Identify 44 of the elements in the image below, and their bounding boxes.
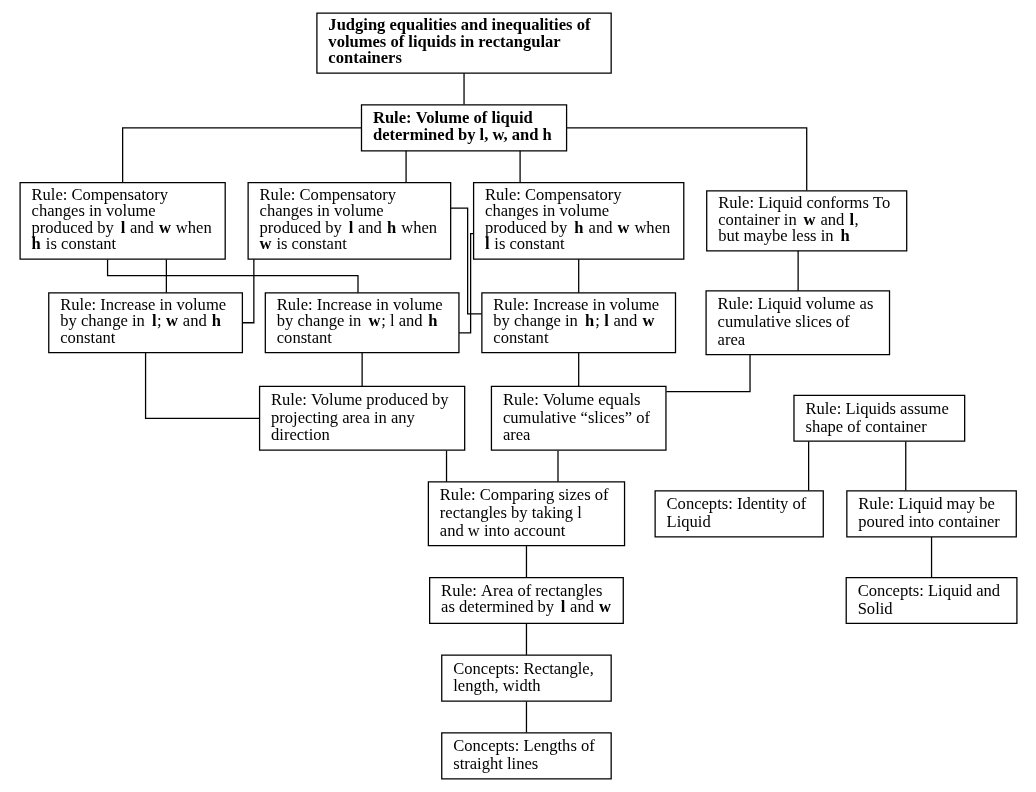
- node-box: Rule: Increase in volume by change in h; l and w constant: [480, 292, 676, 354]
- node-box: Rule: Increase in volume by change in l; w and h constant: [47, 292, 243, 354]
- node-box: Rule: Volume equals cumulative “slices” of area: [490, 385, 667, 451]
- node-box: Rule: Liquid volume as cumulative slices of area: [704, 290, 890, 356]
- node-box: Rule: Liquids assume shape of container: [792, 394, 965, 442]
- node-box: Rule: Compensatory changes in volume produced by h and w when l is constant: [472, 182, 684, 260]
- node-box: Rule: Compensatory changes in volume produced by l and h when w is constant: [247, 182, 451, 260]
- connector: [904, 440, 906, 492]
- node-box: Rule: Volume produced by projecting area in any direction: [258, 385, 465, 451]
- connector: [462, 72, 465, 106]
- connector: [665, 354, 751, 393]
- connector: [106, 258, 359, 294]
- node-box: Concepts: Lengths of straight lines: [440, 732, 612, 780]
- connector: [144, 352, 260, 419]
- connector: [165, 258, 167, 294]
- connector: [525, 700, 527, 734]
- connector: [525, 623, 527, 656]
- connector: [577, 352, 579, 387]
- node-box: Judging equalities and inequalities of volumes of liquids in rectangular containers: [315, 12, 612, 74]
- node-box: Rule: Area of rectangles as determined by l and w: [428, 576, 624, 625]
- node-box: Rule: Volume of liquid determined by l, w, and h: [360, 104, 567, 152]
- connector: [518, 150, 521, 184]
- connector: [807, 440, 809, 492]
- connector: [449, 207, 482, 315]
- connector: [556, 450, 559, 483]
- connector: [525, 545, 527, 578]
- node-box: Concepts: Liquid and Solid: [845, 576, 1018, 625]
- connector: [445, 450, 447, 483]
- node-box: Rule: Increase in volume by change in w; l and h constant: [264, 292, 460, 354]
- connector: [241, 258, 254, 324]
- node-box: Rule: Comparing sizes of rectangles by taking l and w into account: [427, 481, 625, 547]
- node-box: Concepts: Rectangle, length, width: [440, 654, 612, 702]
- connector: [797, 250, 799, 292]
- node-box: Rule: Compensatory changes in volume produced by l and w when h is constant: [18, 182, 226, 260]
- connector: [930, 536, 932, 578]
- node-box: Concepts: Identity of Liquid: [654, 490, 824, 538]
- connector: [577, 258, 579, 294]
- connector: [565, 127, 807, 192]
- node-box: Rule: Liquid conforms To container in w and l, but maybe less in h: [705, 190, 907, 252]
- connector: [404, 150, 407, 184]
- connector: [121, 127, 362, 184]
- connector: [457, 232, 474, 334]
- connector: [361, 352, 363, 387]
- node-box: Rule: Liquid may be poured into container: [845, 490, 1017, 538]
